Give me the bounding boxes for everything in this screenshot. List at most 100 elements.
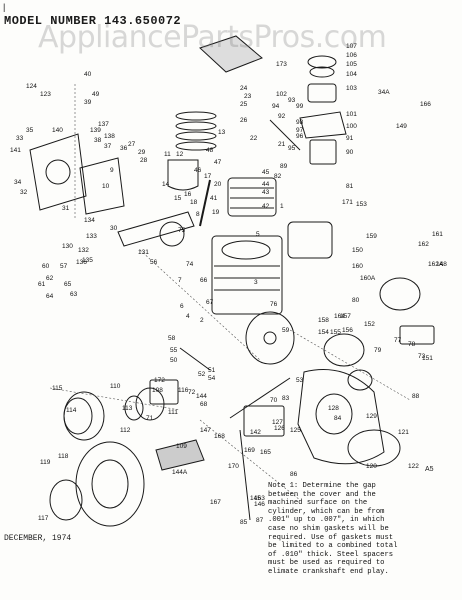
callout-135: 135 <box>82 257 93 264</box>
callout-136: 136 <box>76 259 87 266</box>
crank-web <box>159 221 185 247</box>
callout-124: 124 <box>26 83 37 90</box>
cylinder-head <box>227 177 277 217</box>
callout-34: 34 <box>14 179 22 186</box>
shroud <box>243 405 285 437</box>
callout-4: 4 <box>186 313 190 320</box>
callout-171: 171 <box>342 199 353 206</box>
callout-166: 166 <box>420 101 431 108</box>
callout-149: 149 <box>396 123 407 130</box>
wheel-hub <box>63 397 93 435</box>
callout-148: 148 <box>436 261 447 268</box>
callout-2: 2 <box>200 317 204 324</box>
callout-123: 123 <box>40 91 51 98</box>
connecting-rod <box>199 179 211 227</box>
air-filter-cover <box>307 83 337 103</box>
callout-133: 133 <box>86 233 97 240</box>
callout-20: 20 <box>214 181 222 188</box>
callout-173: 173 <box>276 61 287 68</box>
callout-101: 101 <box>346 111 357 118</box>
callout-144a: 144A <box>172 469 188 476</box>
callout-94: 94 <box>272 103 280 110</box>
lower-bracket <box>149 379 179 405</box>
callout-62: 62 <box>46 275 54 282</box>
callout-111: 111 <box>168 409 178 416</box>
crankcase-cover <box>29 133 87 211</box>
callout-79: 79 <box>374 347 382 354</box>
callout-1: 1 <box>280 203 284 210</box>
gasket-package <box>199 35 263 73</box>
callout-159: 159 <box>366 233 377 240</box>
note-line: of .010" thick. Steel spacers <box>268 550 394 559</box>
note-line: be limited to a combined total <box>268 542 398 551</box>
callout-137: 137 <box>98 121 109 128</box>
callout-63: 63 <box>70 291 78 298</box>
edge-mark: | <box>3 2 6 12</box>
flywheel-hub <box>263 331 277 345</box>
callout-140: 140 <box>52 127 63 134</box>
callout-12: 12 <box>176 151 184 158</box>
callout-88: 88 <box>412 393 420 400</box>
callout-160: 160 <box>352 263 363 270</box>
callout-129: 129 <box>366 413 377 420</box>
callout-93: 93 <box>288 97 296 104</box>
callout-114: 114 <box>66 407 77 414</box>
callout-104: 104 <box>346 71 357 78</box>
ignition-coil <box>287 221 333 259</box>
callout-161: 161 <box>432 231 443 238</box>
callout-89: 89 <box>280 163 288 170</box>
callout-157: 157 <box>340 313 351 320</box>
case-bearing <box>315 393 353 435</box>
callout-134: 134 <box>84 217 95 224</box>
revision-date: DECEMBER, 1974 <box>4 534 72 543</box>
note-line: elimate crankshaft end play. <box>268 567 389 576</box>
callout-45: 45 <box>262 169 270 176</box>
callout-28: 28 <box>140 157 148 164</box>
callout-22: 22 <box>250 135 258 142</box>
callout-117: 117 <box>38 515 49 522</box>
note-line: must be used as required to <box>268 559 385 568</box>
governor-link <box>179 347 211 371</box>
callout-66: 66 <box>200 277 208 284</box>
callout-59: 59 <box>282 327 290 334</box>
callout-54: 54 <box>208 375 216 382</box>
callout-56: 56 <box>150 259 158 266</box>
callout-6: 6 <box>180 303 184 310</box>
callout-16: 16 <box>184 191 192 198</box>
drive-block <box>399 325 435 345</box>
callout-145: 145 <box>250 495 261 502</box>
callout-71: 71 <box>146 415 154 422</box>
wheel-cap <box>49 479 83 521</box>
callout-44: 44 <box>262 181 270 188</box>
callout-150: 150 <box>352 247 363 254</box>
callout-13: 13 <box>218 129 226 136</box>
spur-gear <box>347 429 401 467</box>
callout-120: 120 <box>366 463 377 470</box>
callout-60: 60 <box>42 263 50 270</box>
callout-52: 52 <box>198 371 206 378</box>
callout-18: 18 <box>190 199 198 206</box>
callout-40: 40 <box>84 71 92 78</box>
callout-42: 42 <box>262 203 270 210</box>
callout-21: 21 <box>278 141 286 148</box>
note-line: machined surface on the <box>268 499 368 508</box>
callout-113: 113 <box>122 405 133 412</box>
callout-160a: 160A <box>360 275 376 282</box>
note-line: .001" up to .007", in which <box>268 516 385 525</box>
callout-61: 61 <box>38 281 46 288</box>
callout-168: 168 <box>214 433 225 440</box>
callout-167: 167 <box>210 499 221 506</box>
callout-9: 9 <box>110 167 114 174</box>
note-line: case no shim gaskets will be <box>268 524 389 533</box>
leader-line <box>139 249 261 361</box>
callout-105: 105 <box>346 61 357 68</box>
watermark: AppliancePartsPros.com <box>38 20 387 55</box>
callout-68: 68 <box>200 401 208 408</box>
callout-11: 11 <box>164 151 171 158</box>
spring-rod <box>239 429 251 521</box>
callout-112: 112 <box>120 427 131 434</box>
leader-line <box>199 419 301 501</box>
sprocket <box>124 395 144 421</box>
callout-86: 86 <box>290 471 298 478</box>
